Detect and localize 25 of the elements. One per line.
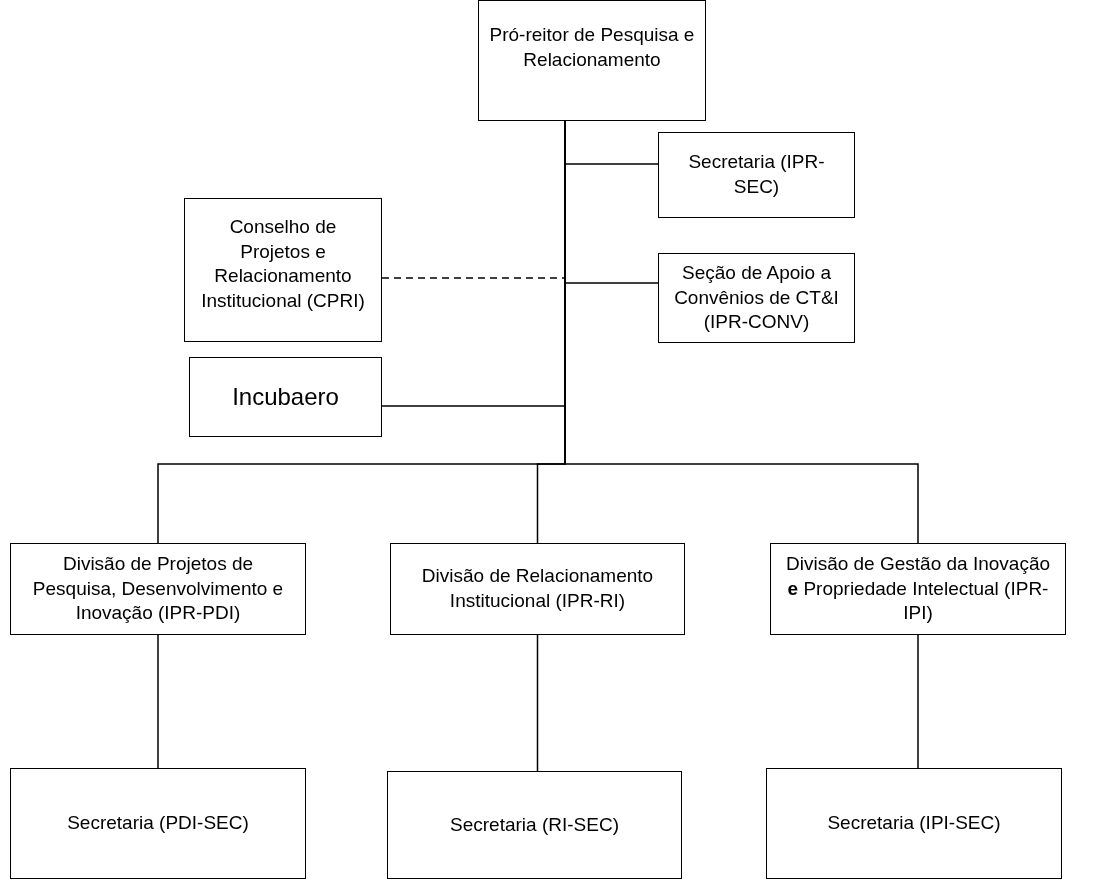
org-unit-box [658, 253, 855, 343]
org-unit-box [390, 543, 685, 635]
org-unit-box [10, 768, 306, 879]
connector-line [917, 634, 919, 769]
unit-name: Secretaria (RI-SEC) [450, 812, 619, 837]
org-unit-box [766, 768, 1062, 879]
unit-name: Secretaria (IPI-SEC) [827, 811, 1001, 836]
unit-name: Secretaria (IPR-SEC) [687, 150, 826, 199]
org-unit-box [770, 543, 1066, 635]
org-unit-box [658, 132, 855, 218]
org-unit-box [478, 0, 706, 121]
org-unit-box [184, 198, 382, 342]
unit-name: Conselho de Projetos e Relacionamento Institucional (CPRI) [200, 215, 366, 314]
org-unit-box [10, 543, 306, 635]
unit-name: Divisão de Projetos de Pesquisa, Desenvolvimento e Inovação (IPR-PDI) [31, 551, 285, 626]
unit-name: Seção de Apoio a Convênios de CT&I (IPR-CONV) [673, 260, 840, 335]
org-unit-box [189, 357, 382, 437]
unit-name: Secretaria (PDI-SEC) [67, 811, 249, 836]
unit-name: Incubaero [232, 382, 339, 413]
unit-name: Pró-reitor de Pesquisa e Relacionamento [488, 23, 696, 72]
unit-name: Divisão de Relacionamento Institucional (IPR-RI) [420, 564, 655, 613]
unit-name: Divisão de Gestão da Inovação e Propriedade Intelectual (IPR-IPI) [784, 551, 1052, 626]
connector-line [157, 634, 159, 769]
org-unit-box [387, 771, 682, 879]
connector-line [536, 634, 539, 772]
